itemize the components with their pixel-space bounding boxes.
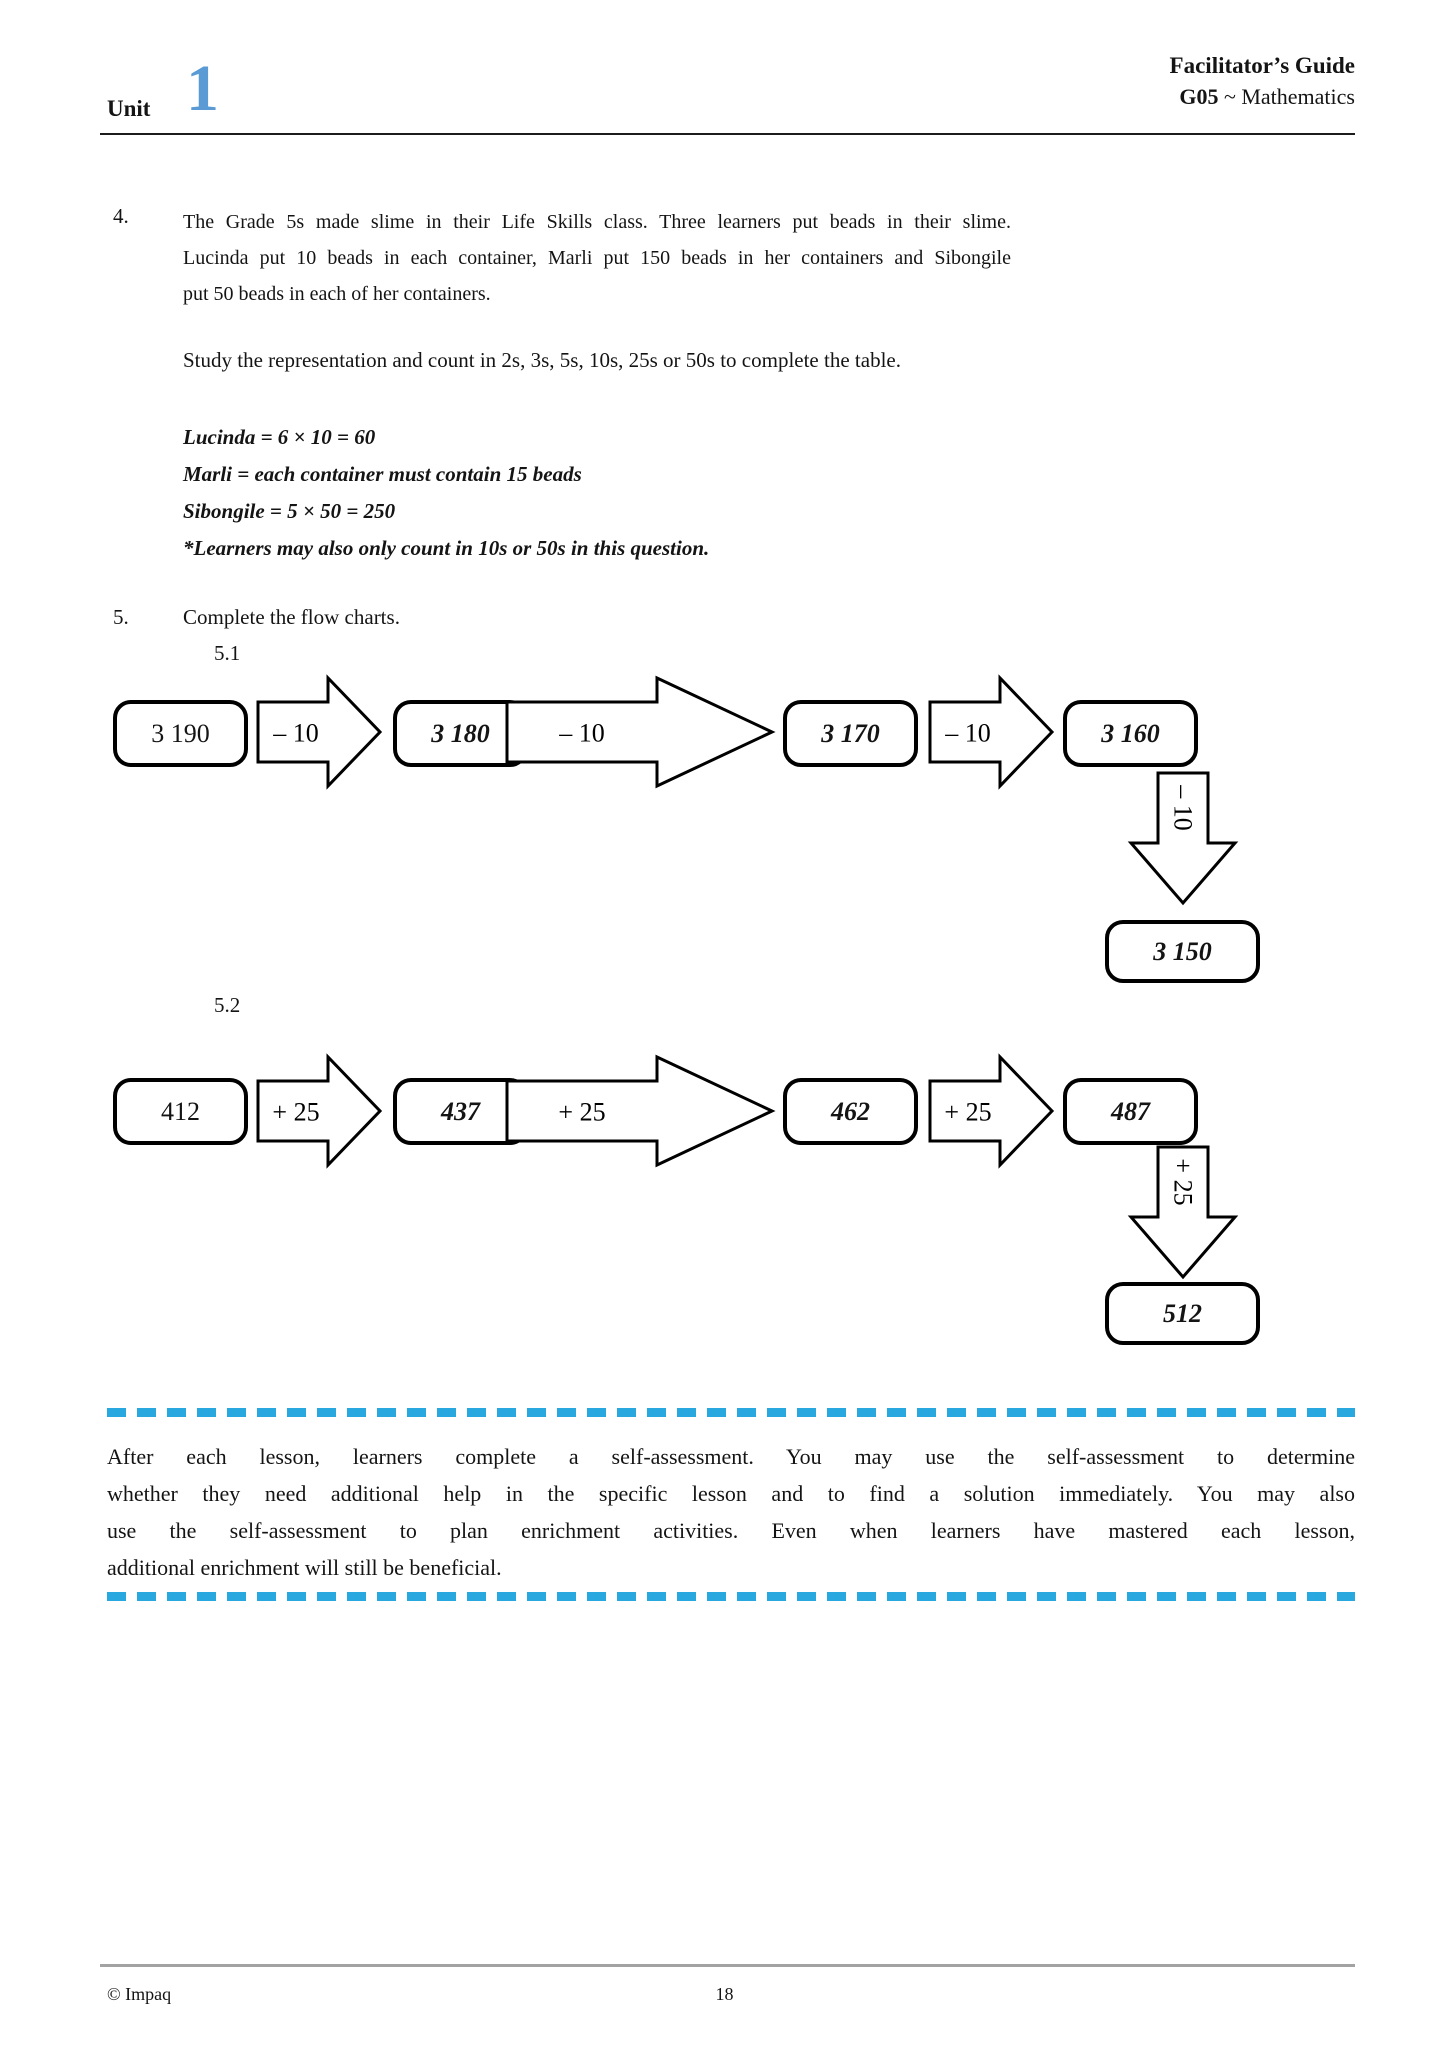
copyright-label: © Impaq <box>107 1984 172 2004</box>
header-right: Facilitator’s Guide G05 ~ Mathematics <box>1170 50 1355 112</box>
flowchart1-box-answer: 3 170 <box>783 700 918 767</box>
dashed-divider-bottom <box>107 1592 1355 1601</box>
flowchart1-operation-label: – 10 <box>558 719 605 748</box>
down-arrow-icon: + 25 <box>1127 1145 1239 1280</box>
flowchart2-label: 5.2 <box>214 993 241 1017</box>
flowchart1-operation-label: – 10 <box>1169 784 1198 831</box>
flowchart1-box-answer: 3 150 <box>1105 920 1260 983</box>
flowchart2-operation-label: + 25 <box>272 1098 319 1127</box>
right-arrow-icon: + 25 <box>928 1053 1055 1169</box>
right-arrow-icon: + 25 <box>505 1054 776 1168</box>
question4-body-line: Lucinda put 10 beads in each container, … <box>183 247 1011 269</box>
answer-line: Marli = each container must contain 15 b… <box>183 462 582 486</box>
down-arrow-icon: – 10 <box>1127 771 1239 906</box>
dashed-divider-top <box>107 1408 1355 1417</box>
flowchart2-box-answer: 462 <box>783 1078 918 1145</box>
question4-body-line: The Grade 5s made slime in their Life Sk… <box>183 211 1011 233</box>
question5-number: 5. <box>113 605 129 629</box>
right-arrow-icon: – 10 <box>256 674 383 790</box>
flowchart2-operation-label: + 25 <box>558 1098 605 1127</box>
flowchart1-label: 5.1 <box>214 641 241 665</box>
flowchart1-box-start: 3 190 <box>113 700 248 767</box>
flowchart1-operation-label: – 10 <box>272 719 319 748</box>
answer-line: Sibongile = 5 × 50 = 250 <box>183 499 396 523</box>
note-line: use the self-assessment to plan enrichme… <box>107 1518 1355 1543</box>
page-number: 18 <box>715 1984 734 2004</box>
right-arrow-icon: + 25 <box>256 1053 383 1169</box>
question4-number: 4. <box>113 204 129 228</box>
right-arrow-icon: – 10 <box>928 674 1055 790</box>
unit-label: Unit <box>107 96 151 121</box>
header-rule <box>100 133 1355 135</box>
self-assessment-note: After each lesson, learners complete a s… <box>107 1438 1355 1586</box>
question5-body: Complete the flow charts. <box>183 605 400 629</box>
note-line: additional enrichment will still be bene… <box>107 1555 502 1580</box>
unit-number: 1 <box>186 52 219 125</box>
question4-answers: Lucinda = 6 × 10 = 60 Marli = each conta… <box>183 419 709 567</box>
right-arrow-icon: – 10 <box>505 675 776 789</box>
flowchart2-box-answer: 487 <box>1063 1078 1198 1145</box>
answer-line: Lucinda = 6 × 10 = 60 <box>183 425 376 449</box>
note-line: whether they need additional help in the… <box>107 1481 1355 1506</box>
question4-body: The Grade 5s made slime in their Life Sk… <box>183 204 1011 312</box>
course-line: G05 ~ Mathematics <box>1170 81 1355 112</box>
flowchart1-operation-label: – 10 <box>944 719 991 748</box>
note-line: After each lesson, learners complete a s… <box>107 1444 1355 1469</box>
flowchart2-box-answer: 512 <box>1105 1282 1260 1345</box>
guide-title: Facilitator’s Guide <box>1169 53 1355 78</box>
footer-rule <box>100 1964 1355 1967</box>
flowchart2-operation-label: + 25 <box>1169 1158 1198 1205</box>
question4-body-line: put 50 beads in each of her containers. <box>183 283 491 305</box>
question4-instruction: Study the representation and count in 2s… <box>183 348 901 372</box>
course-name: ~ Mathematics <box>1218 84 1355 109</box>
answer-line: *Learners may also only count in 10s or … <box>183 536 710 560</box>
flowchart2-box-start: 412 <box>113 1078 248 1145</box>
course-code: G05 <box>1179 84 1219 109</box>
flowchart2-operation-label: + 25 <box>944 1098 991 1127</box>
flowchart1-box-answer: 3 160 <box>1063 700 1198 767</box>
